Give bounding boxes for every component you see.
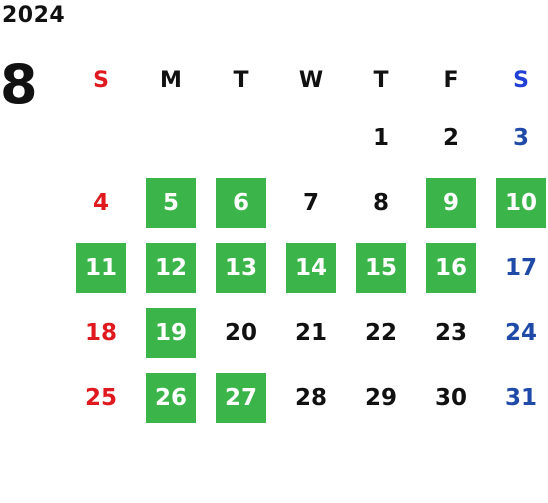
day-number: 22 (364, 319, 397, 346)
calendar-day[interactable]: 29 (346, 365, 416, 430)
calendar-empty-cell (66, 105, 136, 170)
day-number: 17 (504, 254, 537, 281)
calendar-day[interactable]: 23 (416, 300, 486, 365)
weekday-header: T (233, 67, 249, 93)
day-number: 9 (442, 189, 459, 216)
day-number: 30 (434, 384, 467, 411)
day-number: 7 (302, 189, 319, 216)
day-number: 15 (364, 254, 397, 281)
calendar-day[interactable]: 27 (206, 365, 276, 430)
day-number: 29 (364, 384, 397, 411)
day-number: 12 (154, 254, 187, 281)
day-number: 26 (154, 384, 187, 411)
calendar-day[interactable]: 10 (486, 170, 548, 235)
day-number: 18 (84, 319, 117, 346)
calendar-day[interactable]: 12 (136, 235, 206, 300)
calendar-day[interactable]: 3 (486, 105, 548, 170)
weekday-header: W (298, 67, 324, 93)
calendar-empty-cell (276, 105, 346, 170)
calendar-day[interactable]: 7 (276, 170, 346, 235)
calendar-day[interactable]: 14 (276, 235, 346, 300)
calendar-empty-cell (206, 105, 276, 170)
day-number: 5 (162, 189, 179, 216)
calendar-day[interactable]: 1 (346, 105, 416, 170)
calendar-day[interactable]: 9 (416, 170, 486, 235)
weekday-header: S (513, 67, 529, 93)
day-number: 16 (434, 254, 467, 281)
day-number: 13 (224, 254, 257, 281)
calendar-day[interactable]: 18 (66, 300, 136, 365)
day-number: 31 (504, 384, 537, 411)
calendar-day[interactable]: 28 (276, 365, 346, 430)
calendar-day[interactable]: 19 (136, 300, 206, 365)
day-number: 11 (84, 254, 117, 281)
day-number: 4 (92, 189, 109, 216)
calendar-day[interactable]: 8 (346, 170, 416, 235)
day-number: 23 (434, 319, 467, 346)
day-number: 14 (294, 254, 327, 281)
weekday-header: F (443, 67, 459, 93)
day-number: 21 (294, 319, 327, 346)
day-number: 1 (372, 124, 389, 151)
day-number: 2 (442, 124, 459, 151)
calendar-day[interactable]: 16 (416, 235, 486, 300)
calendar-day[interactable]: 30 (416, 365, 486, 430)
day-number: 24 (504, 319, 537, 346)
day-number: 10 (504, 189, 537, 216)
calendar-day[interactable]: 31 (486, 365, 548, 430)
calendar-day[interactable]: 17 (486, 235, 548, 300)
weekday-header: M (160, 67, 182, 93)
calendar-day[interactable]: 21 (276, 300, 346, 365)
day-number: 25 (84, 384, 117, 411)
weekday-header: T (373, 67, 389, 93)
calendar-day[interactable]: 4 (66, 170, 136, 235)
month-label: 8 (0, 53, 38, 116)
calendar-day[interactable]: 25 (66, 365, 136, 430)
calendar-day[interactable]: 20 (206, 300, 276, 365)
year-label: 2024 (2, 3, 66, 28)
day-number: 3 (512, 124, 529, 151)
calendar-day[interactable]: 6 (206, 170, 276, 235)
calendar-day[interactable]: 22 (346, 300, 416, 365)
day-number: 19 (154, 319, 187, 346)
calendar-day[interactable]: 26 (136, 365, 206, 430)
day-number: 28 (294, 384, 327, 411)
weekday-header: S (93, 67, 109, 93)
calendar-day[interactable]: 13 (206, 235, 276, 300)
calendar-day[interactable]: 5 (136, 170, 206, 235)
day-number: 6 (232, 189, 249, 216)
day-number: 27 (224, 384, 257, 411)
calendar-day[interactable]: 24 (486, 300, 548, 365)
calendar-day[interactable]: 11 (66, 235, 136, 300)
calendar-day[interactable]: 2 (416, 105, 486, 170)
calendar-day[interactable]: 15 (346, 235, 416, 300)
day-number: 8 (372, 189, 389, 216)
calendar-empty-cell (136, 105, 206, 170)
day-number: 20 (224, 319, 257, 346)
